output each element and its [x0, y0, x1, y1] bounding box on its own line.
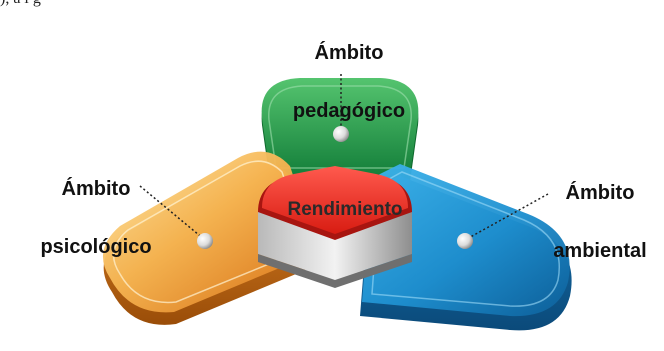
cropped-text-fragment: ), a l g	[0, 0, 41, 8]
center-block	[258, 166, 412, 288]
center-label-rendimiento: Rendimiento	[287, 199, 403, 220]
label-pedagogico-line2: pedagógico	[292, 100, 406, 122]
label-pedagogico-line1: Ámbito	[314, 42, 384, 64]
pin-ambiental	[457, 233, 473, 249]
label-pedagogico: Ámbito pedagógico	[284, 10, 414, 155]
label-ambiental-line2: ambiental	[553, 240, 647, 262]
label-psicologico-line2: psicológico	[40, 236, 152, 258]
label-ambiental: Ámbito ambiental	[545, 150, 655, 295]
label-ambiental-line1: Ámbito	[565, 182, 635, 204]
label-psicologico-line1: Ámbito	[61, 178, 131, 200]
pin-pedagogico	[333, 126, 349, 142]
pin-psicologico	[197, 233, 213, 249]
leader-line-psicologico	[139, 185, 206, 241]
label-psicologico: Ámbito psicológico	[38, 146, 154, 291]
leader-lines	[139, 74, 549, 241]
